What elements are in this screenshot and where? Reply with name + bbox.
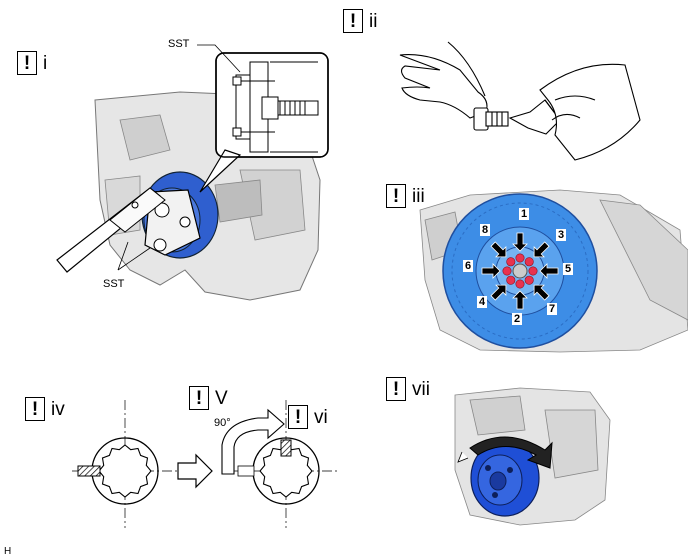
sequence-arrow [533, 241, 550, 258]
step-iii-label: iii [412, 185, 425, 207]
sequence-number: 8 [480, 224, 491, 236]
corner-mark: H [4, 546, 12, 557]
step-v-label: V [215, 387, 228, 409]
bolt [502, 266, 512, 276]
sequence-arrow [512, 232, 528, 252]
step-ii-label: ii [369, 10, 378, 32]
sequence-number: 4 [477, 296, 488, 308]
panel-i-illustration [56, 44, 329, 301]
panel-vi-illustration [221, 400, 340, 528]
sequence-number: 7 [547, 303, 558, 315]
caution-icon: ! [17, 51, 37, 75]
caution-icon: ! [386, 377, 406, 401]
caution-icon: ! [288, 405, 308, 429]
caution-icon: ! [189, 386, 209, 410]
step-iii-badge: ! iii [386, 184, 425, 208]
step-ii-badge: ! ii [343, 9, 377, 33]
bolt [515, 253, 525, 263]
bolt-pattern [502, 253, 538, 289]
sequence-arrow [533, 284, 550, 301]
step-vi-badge: ! vi [288, 405, 328, 429]
bolt [506, 275, 516, 285]
step-v-badge: ! V [189, 386, 228, 410]
sequence-number: 2 [512, 313, 523, 325]
sequence-number: 3 [556, 229, 567, 241]
sequence-arrow [512, 290, 528, 310]
caution-icon: ! [343, 9, 363, 33]
sst-label-bottom: SST [103, 278, 125, 290]
sequence-arrow [539, 263, 559, 279]
caution-icon: ! [25, 397, 45, 421]
step-vi-label: vi [314, 406, 328, 428]
sequence-arrows [481, 232, 559, 310]
step-vii-label: vii [412, 378, 430, 400]
bolt [524, 257, 534, 267]
step-vii-badge: ! vii [386, 377, 430, 401]
panel-iv-illustration [72, 400, 180, 528]
panel-ii-illustration [399, 41, 641, 161]
bolt [506, 257, 516, 267]
step-i-label: i [43, 52, 48, 74]
step-iv-label: iv [51, 398, 65, 420]
step-iv-badge: ! iv [25, 397, 65, 421]
sequence-number: 1 [519, 208, 530, 220]
bolt [524, 275, 534, 285]
sequence-arrow [490, 241, 507, 258]
sequence-arrow [490, 284, 507, 301]
transition-arrow [177, 453, 213, 489]
sequence-number: 5 [563, 263, 574, 275]
sequence-arrow [481, 263, 501, 279]
bolt [528, 266, 538, 276]
step-i-badge: ! i [17, 51, 47, 75]
bolt [515, 279, 525, 289]
sst-label-top: SST [168, 38, 190, 50]
sequence-number: 6 [463, 260, 474, 272]
angle-label: 90° [214, 417, 231, 429]
caution-icon: ! [386, 184, 406, 208]
panel-vii-illustration [454, 387, 611, 526]
